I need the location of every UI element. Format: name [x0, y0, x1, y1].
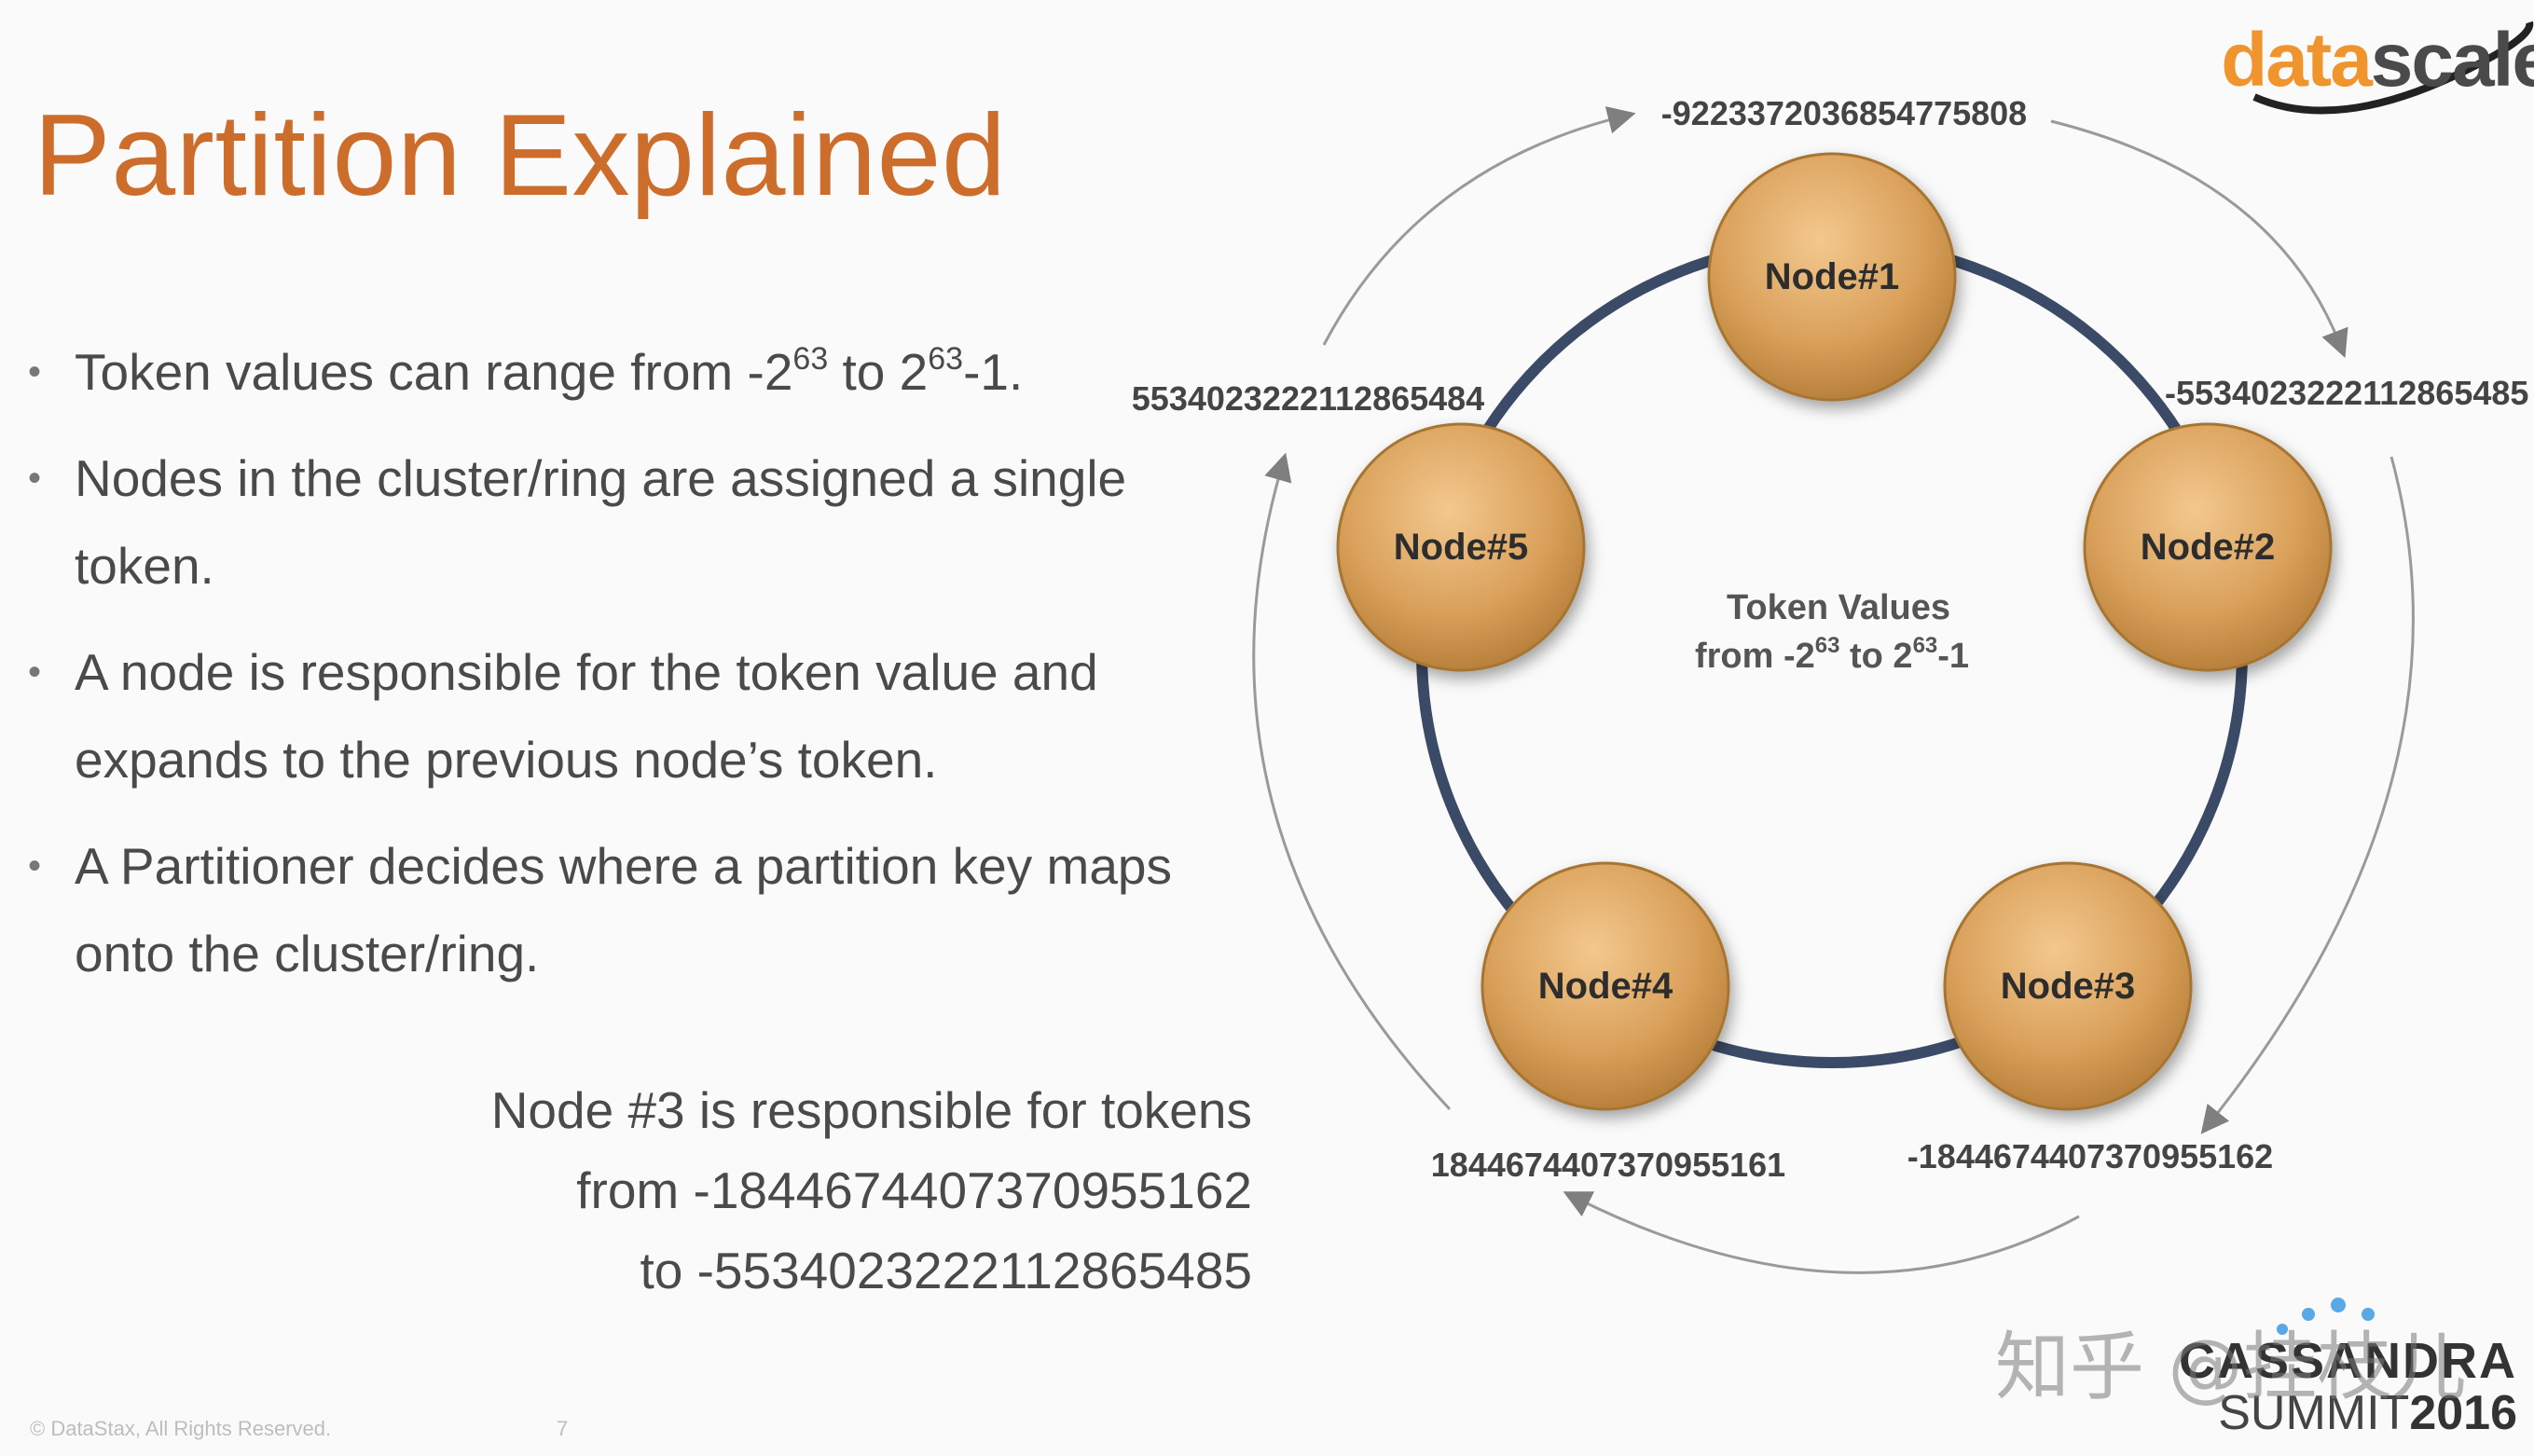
bullet-token-range-pre: Token values can range from -2	[75, 343, 793, 401]
bullet-partitioner: A Partitioner decides where a partition …	[28, 822, 1193, 997]
arrow-top-right	[2050, 119, 2348, 358]
token-top: -9223372036854775808	[1661, 94, 2027, 132]
summit-dots-icon	[2277, 1298, 2375, 1335]
center-exp-2: 63	[1913, 633, 1938, 658]
bullet-token-range-post: -1.	[963, 343, 1024, 401]
center-label-line-2: from -263 to 263-1	[1695, 633, 1969, 676]
cassandra-summit-brand: CASSANDRA SUMMIT2016	[2179, 1335, 2517, 1439]
note-line-3: to -5534023222112865485	[640, 1242, 1252, 1299]
brand-year: 2016	[2409, 1386, 2517, 1440]
logo-part-1: data	[2221, 18, 2373, 103]
node-3-label: Node#3	[2001, 966, 2136, 1007]
footer-copyright: © DataStax, All Rights Reserved.	[30, 1417, 332, 1440]
bullet-nodes-assigned: Nodes in the cluster/ring are assigned a…	[28, 434, 1193, 610]
bullet-exp-1: 63	[792, 341, 829, 377]
node-4-label: Node#4	[1538, 966, 1673, 1007]
token-right: -5534023222112865485	[2165, 374, 2528, 412]
arrow-bottom	[1563, 1191, 2080, 1274]
center-line-2-pre: from -2	[1695, 637, 1815, 676]
datascale-logo: datascale	[2221, 17, 2534, 104]
node3-note: Node #3 is responsible for tokens from -…	[491, 1070, 1252, 1311]
footer: © DataStax, All Rights Reserved. 7	[30, 1417, 568, 1441]
arrow-right	[2200, 456, 2415, 1134]
center-line-2-mid: to 2	[1839, 637, 1912, 676]
arrow-top-left	[1322, 106, 1636, 346]
note-line-2: from -1844674407370955162	[576, 1161, 1252, 1219]
node-5: Node#5	[1336, 422, 1586, 672]
brand-line-2: SUMMIT2016	[2179, 1387, 2517, 1439]
token-left: 5534023222112865484	[1132, 379, 1484, 418]
node-4: Node#4	[1480, 861, 1730, 1111]
center-exp-1: 63	[1815, 633, 1840, 658]
slide-title: Partition Explained	[34, 91, 1007, 220]
note-line-1: Node #3 is responsible for tokens	[490, 1081, 1252, 1139]
bullet-node-responsible: A node is responsible for the token valu…	[28, 628, 1193, 804]
brand-line-1: CASSANDRA	[2178, 1333, 2517, 1389]
center-label-line-1: Token Values	[1727, 588, 1950, 627]
token-bottom-left: 1844674407370955161	[1431, 1146, 1785, 1184]
node-2-label: Node#2	[2141, 527, 2276, 568]
bullet-token-range: Token values can range from -263 to 263-…	[28, 328, 1193, 416]
node-5-label: Node#5	[1394, 527, 1529, 568]
logo-part-2: scale	[2370, 18, 2534, 103]
node-2: Node#2	[2083, 422, 2333, 672]
arrow-left	[1252, 452, 1452, 1111]
brand-summit: SUMMIT	[2218, 1386, 2410, 1440]
node-3: Node#3	[1943, 861, 2193, 1111]
node-1: Node#1	[1707, 152, 1957, 402]
token-bottom-right: -1844674407370955162	[1907, 1137, 2273, 1175]
bullet-list: Token values can range from -263 to 263-…	[28, 328, 1193, 1016]
page-number: 7	[557, 1417, 569, 1440]
bullet-token-range-mid: to 2	[828, 343, 929, 401]
logo-swoosh	[2252, 21, 2534, 115]
node-1-label: Node#1	[1765, 256, 1900, 297]
bullet-exp-2: 63	[928, 341, 964, 377]
zhihu-watermark: 知乎 @挂枝儿	[1995, 1324, 2467, 1410]
center-line-2-post: -1	[1937, 637, 1969, 676]
